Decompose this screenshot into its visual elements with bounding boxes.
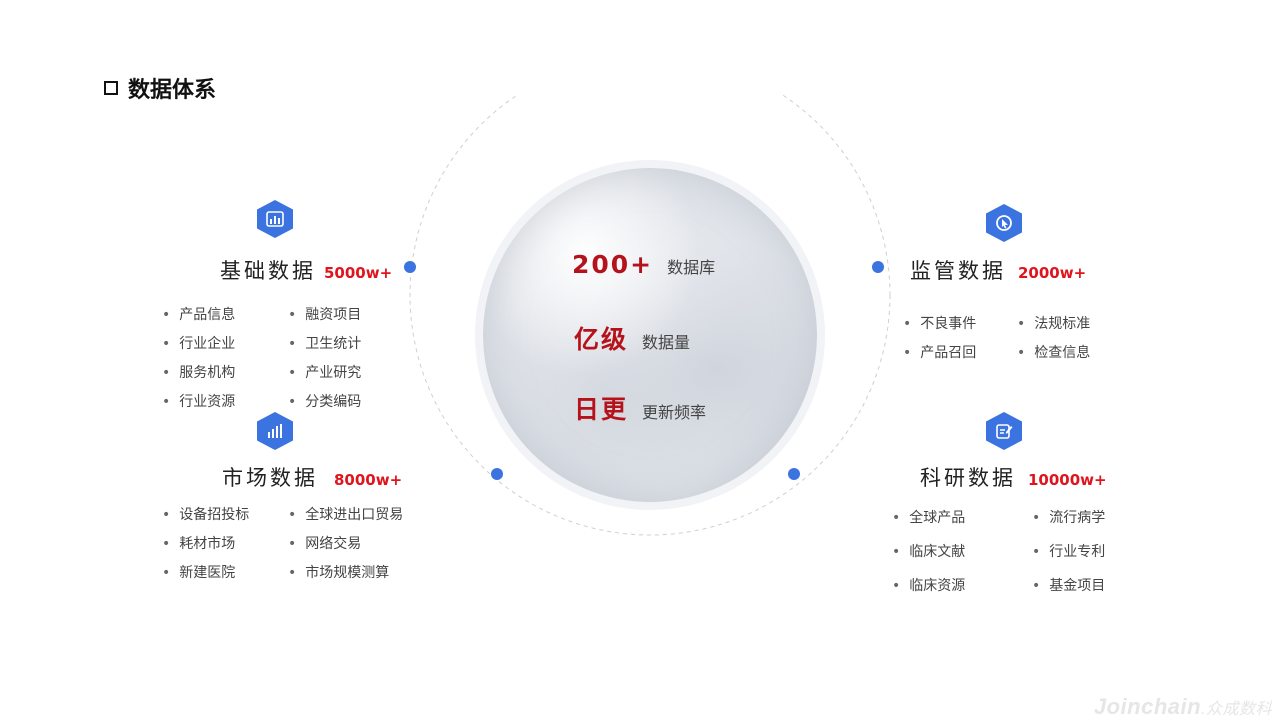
category-count: 10000w+ <box>1028 471 1107 489</box>
category-market-list: 设备招投标 全球进出口贸易 耗材市场 网络交易 新建医院 市场规模测算 <box>162 504 403 582</box>
list-item: 耗材市场 <box>162 533 266 553</box>
stat-value: 日更 <box>574 395 629 424</box>
category-regulatory-header: 监管数据 2000w+ <box>910 255 1086 285</box>
stat-label: 更新频率 <box>642 403 707 422</box>
list-item: 法规标准 <box>1017 313 1090 333</box>
earth-globe <box>483 168 817 502</box>
category-name: 监管数据 <box>910 259 1006 283</box>
list-item: 产业研究 <box>288 362 361 382</box>
logo-text-cn: .众成数科 <box>1201 701 1272 718</box>
list-item: 检查信息 <box>1017 342 1090 362</box>
list-item: 服务机构 <box>162 362 266 382</box>
category-research-list: 全球产品 流行病学 临床文献 行业专利 临床资源 基金项目 <box>892 507 1105 595</box>
list-item: 基金项目 <box>1032 575 1105 595</box>
list-item: 融资项目 <box>288 304 361 324</box>
category-count: 5000w+ <box>324 264 393 282</box>
page-title: 数据体系 <box>104 72 216 104</box>
edit-note-icon <box>986 412 1022 450</box>
connector-dot <box>404 261 416 273</box>
list-item: 产品召回 <box>903 342 995 362</box>
stat-frequency: 日更 更新频率 <box>574 390 706 426</box>
category-basic-header: 基础数据 5000w+ <box>220 255 392 285</box>
connector-dot <box>788 468 800 480</box>
list-item: 临床资源 <box>892 575 1010 595</box>
stat-databases: 200+ 数据库 <box>572 250 715 279</box>
list-item: 行业企业 <box>162 333 266 353</box>
list-item: 流行病学 <box>1032 507 1105 527</box>
list-item: 临床文献 <box>892 541 1010 561</box>
category-name: 市场数据 <box>222 466 318 490</box>
list-item: 行业专利 <box>1032 541 1105 561</box>
list-item: 不良事件 <box>903 313 995 333</box>
list-item: 卫生统计 <box>288 333 361 353</box>
category-basic-list: 产品信息 融资项目 行业企业 卫生统计 服务机构 产业研究 行业资源 分类编码 <box>162 304 361 411</box>
list-item: 分类编码 <box>288 391 361 411</box>
list-item: 市场规模测算 <box>288 562 403 582</box>
stat-value: 200+ <box>572 250 654 279</box>
brand-logo: Joinchain.众成数科 <box>1094 694 1272 720</box>
list-item: 行业资源 <box>162 391 266 411</box>
category-count: 2000w+ <box>1018 264 1087 282</box>
category-regulatory-list: 不良事件 法规标准 产品召回 检查信息 <box>903 313 1090 362</box>
category-count: 8000w+ <box>334 471 403 489</box>
category-market-header: 市场数据 8000w+ <box>222 462 402 492</box>
category-name: 科研数据 <box>920 466 1016 490</box>
list-item: 全球进出口贸易 <box>288 504 403 524</box>
list-item: 新建医院 <box>162 562 266 582</box>
category-research-header: 科研数据 10000w+ <box>920 462 1107 492</box>
logo-text-en: Joinchain <box>1093 694 1202 719</box>
signal-chart-icon <box>257 412 293 450</box>
stat-value: 亿级 <box>574 325 629 354</box>
square-bullet-icon <box>104 81 118 95</box>
stat-label: 数据量 <box>642 333 691 352</box>
stat-label: 数据库 <box>667 258 716 277</box>
page-title-text: 数据体系 <box>128 78 217 103</box>
connector-dot <box>872 261 884 273</box>
list-item: 网络交易 <box>288 533 403 553</box>
connector-dot <box>491 468 503 480</box>
list-item: 设备招投标 <box>162 504 266 524</box>
list-item: 产品信息 <box>162 304 266 324</box>
stat-volume: 亿级 数据量 <box>574 320 690 356</box>
category-name: 基础数据 <box>220 259 316 283</box>
list-item: 全球产品 <box>892 507 1010 527</box>
